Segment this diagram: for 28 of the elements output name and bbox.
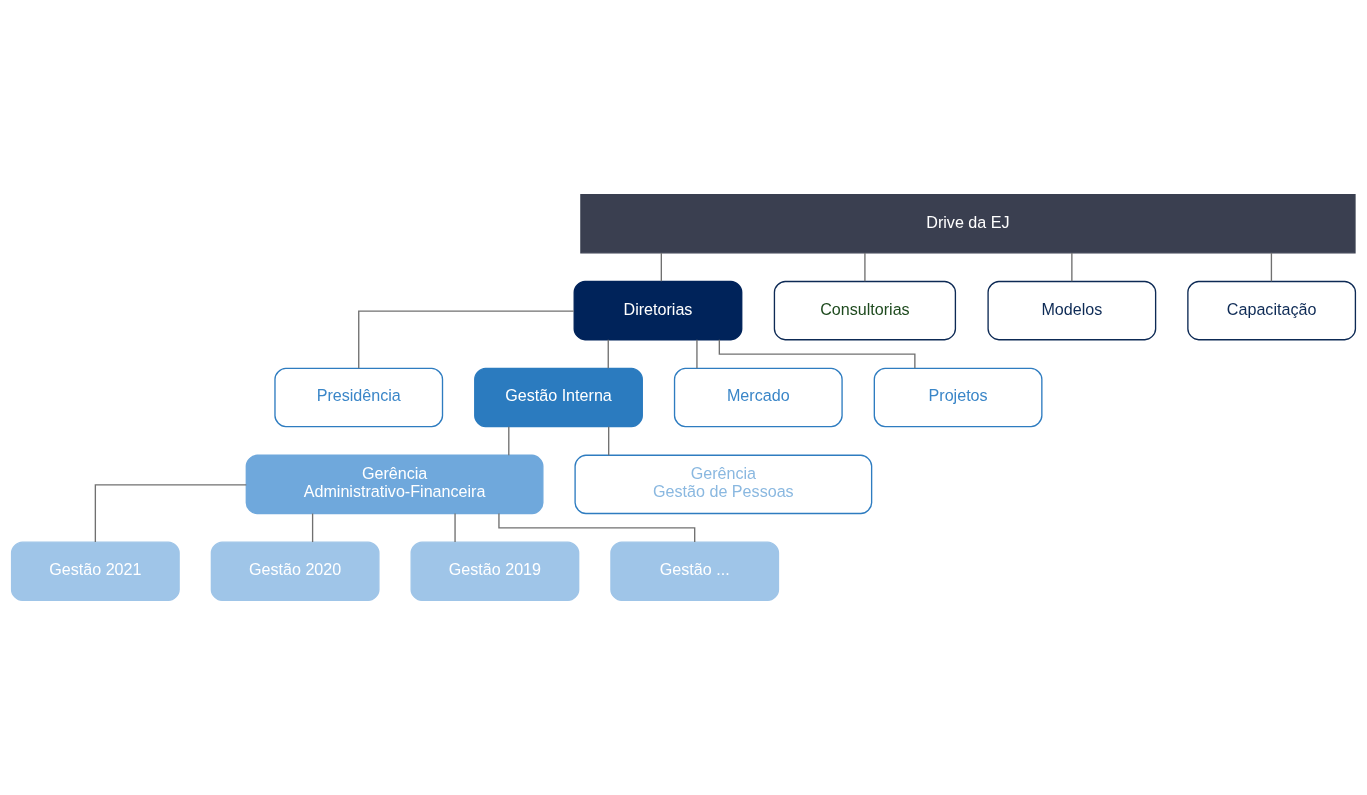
node-box: Capacitação [1187,280,1357,341]
connector [358,310,575,369]
node-box: Gestão Interna [474,367,643,428]
node-box: Consultorias [773,280,957,341]
connector [864,252,866,283]
connector [508,426,510,456]
connector [660,252,662,283]
connector [94,484,247,543]
node-box: Gestão 2021 [10,541,180,602]
node-box: Diretorias [573,280,743,341]
node-box: Gerência Administrativo-Financeira [245,454,544,515]
node-box: Gestão 2020 [210,541,380,602]
connector [718,339,916,369]
node-box: Drive da EJ [580,193,1356,254]
connector [696,339,698,369]
connector [608,426,610,456]
node-box: Gestão 2019 [410,541,580,602]
node-box: Mercado [673,367,843,428]
connector [311,512,314,543]
node-box: Presidência [274,367,444,428]
node-box: Gerência Gestão de Pessoas [574,454,873,515]
connector [607,339,609,369]
node-box: Projetos [873,367,1043,428]
connector [454,512,456,543]
node-box: Gestão ... [610,541,780,602]
connector [1071,252,1073,283]
connector [1270,252,1273,283]
node-box: Modelos [987,280,1157,341]
